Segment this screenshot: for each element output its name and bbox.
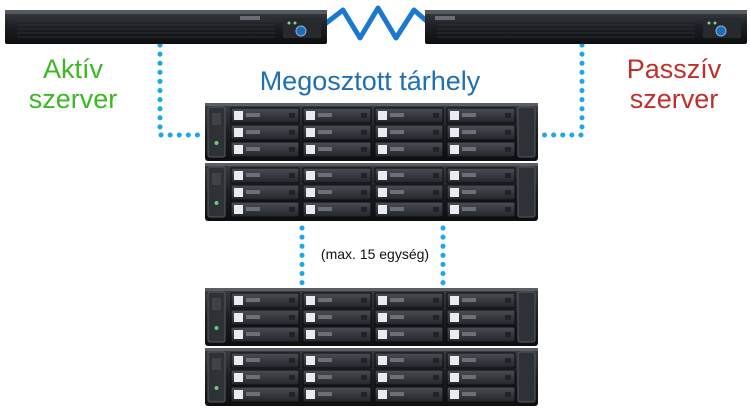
expansion-unit-icon — [205, 163, 538, 221]
active-server-label: Aktív szerver — [28, 54, 118, 114]
drive-bay — [374, 326, 444, 343]
drive-bay — [446, 326, 516, 343]
drive-bay — [446, 386, 516, 403]
drive-bay — [230, 201, 300, 218]
drive-bay — [446, 167, 516, 184]
expansion-units — [205, 103, 538, 406]
drive-bay — [230, 184, 300, 201]
drive-bay — [230, 326, 300, 343]
drive-bay — [374, 201, 444, 218]
drive-bay — [230, 107, 300, 124]
drive-bay — [446, 309, 516, 326]
drive-bay — [374, 184, 444, 201]
drive-bay — [302, 386, 372, 403]
drive-bay — [374, 107, 444, 124]
drive-bay — [446, 184, 516, 201]
drive-bay — [302, 184, 372, 201]
drive-bay — [230, 141, 300, 158]
drive-bay — [446, 201, 516, 218]
passive-server-icon — [425, 10, 747, 44]
drive-bay — [230, 167, 300, 184]
drive-bay — [446, 124, 516, 141]
drive-bay — [374, 167, 444, 184]
drive-bay — [374, 124, 444, 141]
drive-bay — [446, 352, 516, 369]
drive-bay — [446, 107, 516, 124]
drive-bay — [302, 167, 372, 184]
drive-bay — [446, 292, 516, 309]
drive-bay — [302, 292, 372, 309]
drive-bay — [230, 386, 300, 403]
connector-lines — [157, 42, 585, 293]
drive-bay — [230, 369, 300, 386]
drive-bay — [302, 326, 372, 343]
drive-bay — [374, 352, 444, 369]
drive-bay — [446, 141, 516, 158]
drive-bay — [446, 369, 516, 386]
expansion-unit-icon — [205, 348, 538, 406]
drive-bay — [302, 309, 372, 326]
drive-bay — [374, 292, 444, 309]
drive-bay — [302, 352, 372, 369]
drive-bay — [374, 386, 444, 403]
drive-bay — [230, 352, 300, 369]
drive-bay — [374, 309, 444, 326]
drive-bay — [230, 309, 300, 326]
drive-bay — [302, 201, 372, 218]
max-units-note: (max. 15 egység) — [320, 246, 430, 262]
drive-bay — [230, 124, 300, 141]
passive-server-label: Passzív szerver — [626, 54, 722, 114]
expansion-unit-icon — [205, 288, 538, 346]
drive-bay — [302, 124, 372, 141]
drive-bay — [374, 141, 444, 158]
shared-storage-title: Megosztott tárhely — [259, 66, 481, 96]
drive-bay — [302, 107, 372, 124]
heartbeat-link-icon — [323, 5, 432, 41]
drive-bay — [374, 369, 444, 386]
drive-bay — [302, 141, 372, 158]
drive-bay — [302, 369, 372, 386]
active-server-icon — [5, 10, 327, 44]
expansion-unit-icon — [205, 103, 538, 161]
drive-bay — [230, 292, 300, 309]
